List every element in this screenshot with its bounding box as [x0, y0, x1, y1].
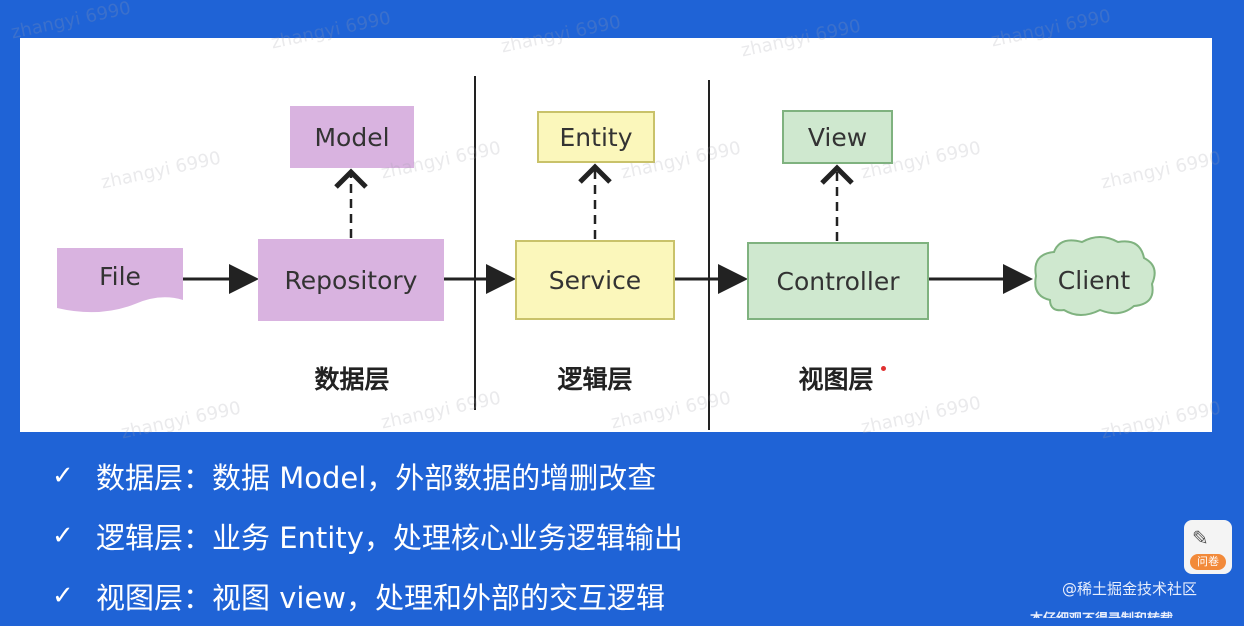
- entity-node: Entity: [537, 111, 655, 163]
- bullet-item: ✓ 逻辑层：业务 Entity，处理核心业务逻辑输出: [52, 506, 683, 566]
- bullet-text: 数据层：数据 Model，外部数据的增删改查: [96, 461, 657, 495]
- bullet-text: 视图层：视图 view，处理和外部的交互逻辑: [96, 581, 665, 615]
- client-node: Client: [1057, 265, 1131, 295]
- watermark: zhangyi 6990: [9, 0, 133, 44]
- checkmark-icon: ✓: [52, 581, 74, 611]
- bottom-notice: 本仔细观不得录制和转载: [1030, 608, 1173, 618]
- bullet-item: ✓ 数据层：数据 Model，外部数据的增删改查: [52, 446, 683, 506]
- view-layer-label: 视图层: [798, 365, 874, 394]
- file-shape: [57, 248, 183, 313]
- file-node: File: [99, 262, 141, 291]
- checkmark-icon: ✓: [52, 521, 74, 551]
- diagram-svg: [57, 76, 1156, 430]
- laser-pointer-dot: [881, 366, 886, 371]
- survey-button[interactable]: ✎ 问卷: [1184, 520, 1232, 574]
- controller-node: Controller: [747, 242, 929, 320]
- logic-layer-label: 逻辑层: [557, 365, 633, 394]
- survey-icon: ✎: [1192, 526, 1209, 550]
- diagram-panel: Model Repository Entity Service View Con…: [20, 38, 1212, 432]
- checkmark-icon: ✓: [52, 461, 74, 491]
- repository-node: Repository: [258, 239, 444, 321]
- model-node: Model: [290, 106, 414, 168]
- client-cloud: [1034, 236, 1156, 316]
- data-layer-label: 数据层: [314, 365, 390, 394]
- service-node: Service: [515, 240, 675, 320]
- source-credit: @稀土掘金技术社区: [1062, 580, 1198, 598]
- bullet-item: ✓ 视图层：视图 view，处理和外部的交互逻辑: [52, 566, 683, 626]
- survey-badge: 问卷: [1190, 554, 1226, 570]
- view-node: View: [782, 110, 893, 164]
- bullet-text: 逻辑层：业务 Entity，处理核心业务逻辑输出: [96, 521, 683, 555]
- bullet-list: ✓ 数据层：数据 Model，外部数据的增删改查 ✓ 逻辑层：业务 Entity…: [52, 446, 683, 626]
